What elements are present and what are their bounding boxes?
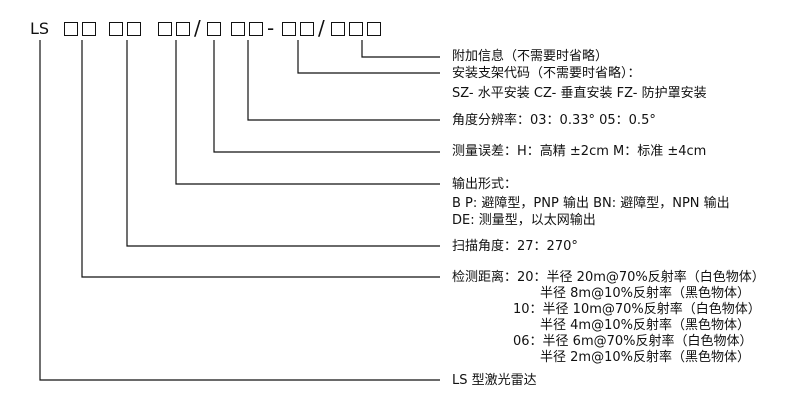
code-box	[231, 22, 245, 36]
label-output-de: DE: 测量型，以太网输出	[452, 213, 596, 228]
code-dash: -	[267, 16, 275, 40]
label-detection-06a: 06：半径 6m@70%反射率（白色物体）	[513, 334, 753, 349]
code-box	[176, 22, 190, 36]
label-scan-angle: 扫描角度：27：270°	[452, 239, 578, 254]
label-bracket-options: SZ- 水平安装 CZ- 垂直安装 FZ- 防护罩安装	[452, 86, 707, 101]
code-prefix: LS	[30, 19, 50, 38]
leader-detection	[81, 40, 440, 278]
code-box	[158, 22, 172, 36]
code-box	[207, 22, 221, 36]
label-output-form: 输出形式：	[452, 177, 518, 192]
code-box	[82, 22, 96, 36]
leader-model	[39, 40, 440, 381]
leader-error	[213, 40, 440, 153]
label-output-bp: B P: 避障型，PNP 输出 BN: 避障型，NPN 输出	[452, 196, 730, 211]
label-detection-10a: 10：半径 10m@70%反射率（白色物体）	[513, 302, 761, 317]
code-box	[64, 22, 78, 36]
label-measurement-error: 测量误差：H：高精 ±2cm M：标准 ±4cm	[452, 144, 707, 159]
code-box	[249, 22, 263, 36]
code-slash: /	[318, 16, 325, 40]
code-box	[367, 22, 381, 36]
label-angle-resolution: 角度分辨率：03：0.33° 05：0.5°	[452, 113, 656, 128]
leader-bracket	[297, 40, 440, 74]
code-box	[282, 22, 296, 36]
label-detection-10b: 半径 4m@10%反射率（黑色物体）	[540, 318, 750, 333]
code-slash: /	[194, 16, 201, 40]
code-box	[109, 22, 123, 36]
label-model-type: LS 型激光雷达	[452, 373, 537, 388]
label-detection-20b: 半径 8m@10%反射率（黑色物体）	[540, 286, 750, 301]
leader-resolution	[247, 40, 440, 121]
code-box	[349, 22, 363, 36]
label-additional-info: 附加信息（不需要时省略）	[452, 49, 609, 64]
leader-scan	[126, 40, 440, 247]
label-detection-06b: 半径 2m@10%反射率（黑色物体）	[540, 350, 750, 365]
label-detection-distance: 检测距离：20：半径 20m@70%反射率（白色物体）	[452, 270, 765, 285]
code-box	[127, 22, 141, 36]
leader-additional	[361, 40, 440, 58]
leader-output	[175, 40, 440, 185]
label-bracket-code: 安装支架代码（不需要时省略）：	[452, 66, 641, 81]
code-box	[300, 22, 314, 36]
code-box	[331, 22, 345, 36]
